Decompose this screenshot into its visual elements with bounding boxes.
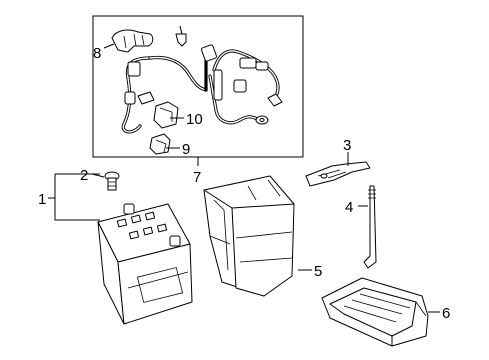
callout-8: 8 [93,45,101,62]
bolt-part-2 [104,171,120,191]
hold-down-rod-part-4 [363,185,377,269]
callout-1: 1 [38,191,46,208]
callout-9: 9 [182,141,190,158]
battery-part-1 [97,203,193,325]
callout-labels: 1 2 3 4 5 6 7 8 9 10 [38,45,450,322]
callout-4: 4 [345,199,353,216]
leader-lines [48,43,440,313]
callout-10: 10 [186,111,203,128]
battery-tray-part-6 [321,277,429,347]
battery-box-part-5 [203,175,295,297]
callout-5: 5 [314,263,322,280]
hold-down-bracket-part-3 [305,161,371,187]
battery-cable-harness [121,44,283,134]
terminal-clamp-part-8 [111,25,187,53]
clip-part-10 [137,91,179,129]
callout-7: 7 [193,169,201,186]
terminal-cap-part-9 [149,133,171,155]
callout-3: 3 [343,137,351,154]
callout-6: 6 [442,305,450,322]
callout-2: 2 [80,167,88,184]
